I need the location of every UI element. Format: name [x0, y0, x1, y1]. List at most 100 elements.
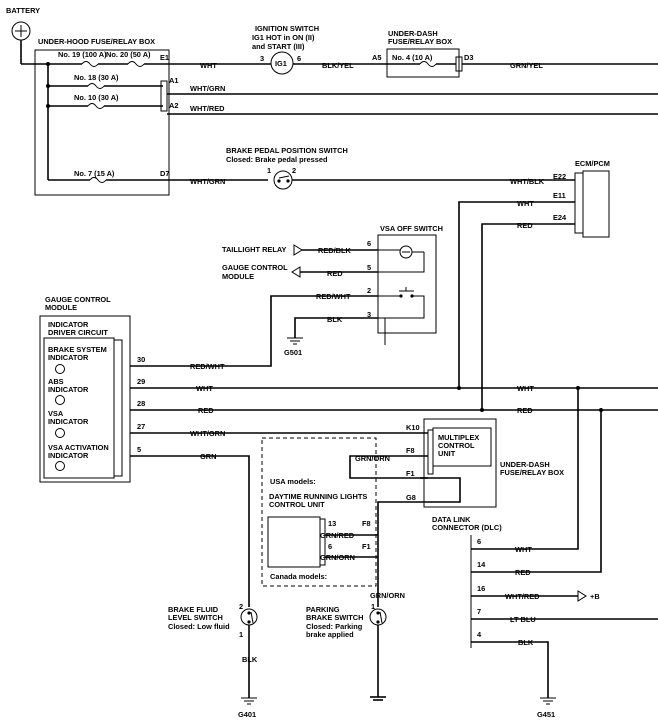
wire-red-wht-pin2: RED/WHT: [316, 292, 351, 301]
dlc-pin-7: 7: [477, 607, 481, 616]
drl-pin-f8: F8: [362, 519, 371, 528]
vsa-off-title: VSA OFF SWITCH: [380, 224, 443, 233]
gauge-top-arrow-icon: [291, 266, 301, 278]
parking-pin-1: 1: [371, 602, 375, 611]
ground-g501-icon: [287, 337, 303, 345]
canada-models-label: Canada models:: [270, 572, 327, 581]
pin-e1: E1: [160, 53, 169, 62]
dlc-title-2: CONNECTOR (DLC): [432, 523, 502, 532]
brake-fluid-state: Closed: Low fluid: [168, 622, 230, 631]
ecm-pin-e11: E11: [553, 191, 566, 200]
gauge-pin-29: 29: [137, 377, 145, 386]
wire-red-dlc: RED: [515, 568, 531, 577]
underdash-top-box: [386, 48, 460, 78]
gauge-sub-title-1: INDICATOR: [48, 320, 89, 329]
parking-title-1: PARKING: [306, 605, 340, 614]
vsa-indicator-led-icon: [55, 428, 65, 438]
fuse-7-symbol: [89, 177, 107, 183]
fuse-18-label: No. 18 (30 A): [74, 73, 119, 82]
dlc-pin-14: 14: [477, 560, 486, 569]
gauge-top-title-2: MODULE: [222, 272, 254, 281]
vsa-activation-led-icon: [55, 461, 65, 471]
fuse-20-symbol: [127, 61, 145, 67]
ecm-title: ECM/PCM: [575, 159, 610, 168]
brake-pedal-pin-1: 1: [267, 166, 271, 175]
pin-a5: A5: [372, 53, 381, 62]
plus-b-label: +B: [590, 592, 600, 601]
plus-b-arrow-icon: [577, 590, 587, 602]
wire-grn-orn-parking: GRN/ORN: [370, 591, 405, 600]
ignition-state-1: IG1 HOT in ON (II): [252, 33, 315, 42]
brake-pedal-switch-symbol: [273, 170, 293, 190]
taillight-relay-label: TAILLIGHT RELAY: [222, 245, 287, 254]
fuse-19-label: No. 19 (100 A): [58, 50, 107, 59]
wire-wht-e1: WHT: [200, 61, 217, 70]
ground-g401-label: G401: [238, 710, 256, 719]
drl-pin-13: 13: [328, 519, 336, 528]
parking-title-2: BRAKE SWITCH: [306, 613, 363, 622]
wire-lt-blu: LT BLU: [510, 615, 536, 624]
dlc-pin-4: 4: [477, 630, 482, 639]
connector-a1-a2: [160, 80, 168, 112]
wire-grn-yel: GRN/YEL: [510, 61, 543, 70]
wire-grn-orn-usa: GRN/ORN: [355, 454, 390, 463]
gauge-module-box: [39, 315, 131, 483]
ignition-symbol-label: IG1: [275, 59, 287, 68]
pin-a1: A1: [169, 76, 178, 85]
gauge-pin-30: 30: [137, 355, 145, 364]
gauge-title-2: MODULE: [45, 303, 77, 312]
wire-red-right: RED: [517, 406, 533, 415]
wire-wht-dlc: WHT: [515, 545, 532, 554]
abs-indicator-label-2: INDICATOR: [48, 385, 89, 394]
vsa-indicator-label-2: INDICATOR: [48, 417, 89, 426]
underdash-mcu-box: [423, 418, 497, 508]
taillight-arrow-icon: [293, 244, 303, 256]
ecm-pin-e24: E24: [553, 213, 567, 222]
gauge-pin-5: 5: [137, 445, 141, 454]
wire-red-pin28: RED: [198, 406, 214, 415]
vsa-off-push-switch: [399, 287, 414, 298]
dlc-title-1: DATA LINK: [432, 515, 471, 524]
mcu-title-1: MULTIPLEX: [438, 433, 479, 442]
pin-d7: D7: [160, 169, 169, 178]
pin-d3: D3: [464, 53, 473, 62]
wire-red-wht-gauge: RED/WHT: [190, 362, 225, 371]
wire-grn-orn-drl: GRN/ORN: [320, 553, 355, 562]
fuse-10-label: No. 10 (30 A): [74, 93, 119, 102]
vsa-activation-label-2: INDICATOR: [48, 451, 89, 460]
brake-pedal-title: BRAKE PEDAL POSITION SWITCH: [226, 146, 348, 155]
wire-grn-red: GRN/RED: [320, 531, 355, 540]
underdash-box-title-1: UNDER-DASH: [500, 460, 550, 469]
gauge-pin-27: 27: [137, 422, 145, 431]
drl-pin-f1: F1: [362, 542, 371, 551]
ground-g451-icon: [540, 697, 556, 705]
gauge-pin-28: 28: [137, 399, 145, 408]
wire-wht-red-a2: WHT/RED: [190, 104, 225, 113]
underhood-box-title: UNDER-HOOD FUSE/RELAY BOX: [38, 37, 155, 46]
underhood-fuse-box: [34, 49, 170, 196]
brake-fluid-title-1: BRAKE FLUID: [168, 605, 219, 614]
mcu-pin-f1: F1: [406, 469, 415, 478]
brake-fluid-switch-symbol: [240, 608, 258, 626]
ignition-pin-6: 6: [297, 54, 301, 63]
wire-wht-blk: WHT/BLK: [510, 177, 545, 186]
wire-wht-e11: WHT: [517, 199, 534, 208]
underdash-top-title-1: UNDER-DASH: [388, 29, 438, 38]
fuse-4-label: No. 4 (10 A): [392, 53, 433, 62]
wire-wht-pin29: WHT: [196, 384, 213, 393]
ground-parking-icon: [370, 696, 386, 701]
wire-red-pin5: RED: [327, 269, 343, 278]
ground-g501-label: G501: [284, 348, 302, 357]
dlc-pin-6: 6: [477, 537, 481, 546]
ground-g451-label: G451: [537, 710, 555, 719]
fuse-10-symbol: [87, 103, 105, 109]
mcu-pin-g8: G8: [406, 493, 416, 502]
dlc-pin-16: 16: [477, 584, 485, 593]
brake-indicator-label: BRAKE SYSTEM: [48, 345, 107, 354]
vsa-off-pin-3: 3: [367, 310, 371, 319]
brake-pedal-pin-2: 2: [292, 166, 296, 175]
abs-indicator-label: ABS: [48, 377, 64, 386]
brake-fluid-pin-1: 1: [239, 630, 243, 639]
underdash-box-title-2: FUSE/RELAY BOX: [500, 468, 564, 477]
